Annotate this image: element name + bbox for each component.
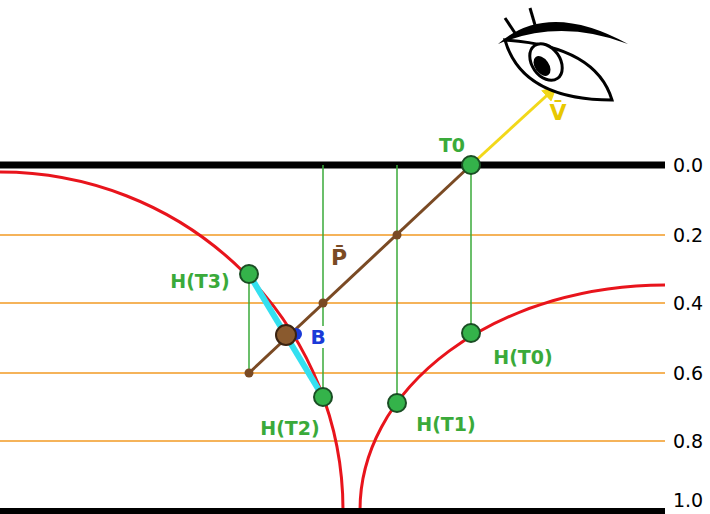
ray-line (249, 165, 471, 373)
view-vector (471, 88, 555, 165)
sample-line (322, 165, 324, 397)
eye-icon (498, 8, 628, 100)
sample-line (396, 165, 398, 403)
surface-line (0, 162, 665, 169)
eye-pupil (530, 53, 554, 79)
point-label: H(T3) (168, 270, 231, 292)
sample-point (388, 394, 406, 412)
point-label: H(T1) (414, 413, 477, 435)
depth-value: 0.6 (671, 362, 705, 384)
sample-line (470, 165, 472, 333)
eye-lash (530, 8, 535, 25)
sample-line (248, 274, 250, 373)
ray-dot (319, 299, 328, 308)
height-curve (0, 172, 343, 510)
bottom-line (0, 508, 665, 514)
vector-label: V̄ (547, 102, 568, 124)
eye-iris (523, 38, 569, 87)
hit-point (276, 325, 296, 345)
point-label: H(T2) (258, 417, 321, 439)
point-label: T0 (437, 134, 467, 156)
depth-line (0, 234, 665, 236)
point-label: H(T0) (491, 346, 554, 368)
point-label: B (308, 326, 327, 348)
sample-point (462, 324, 480, 342)
ray-dot (393, 231, 402, 240)
depth-value: 0.8 (671, 430, 705, 452)
depth-line (0, 440, 665, 442)
ray-label: P̄ (329, 247, 349, 269)
depth-value: 0.0 (671, 154, 705, 176)
eye-lid (498, 22, 628, 44)
depth-line (0, 372, 665, 374)
eye-lash (505, 18, 515, 33)
sample-point (462, 156, 480, 174)
depth-value: 0.2 (671, 224, 705, 246)
height-curve (360, 285, 665, 510)
depth-value: 0.4 (671, 292, 705, 314)
depth-value: 1.0 (671, 489, 705, 511)
depth-line (0, 302, 665, 304)
ray-dot (245, 369, 254, 378)
sample-point (314, 388, 332, 406)
sample-point (240, 265, 258, 283)
